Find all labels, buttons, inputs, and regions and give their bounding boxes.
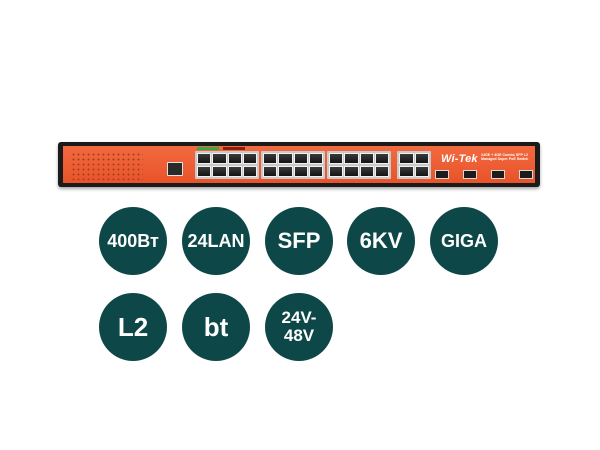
badge-sfp: SFP [265,207,333,275]
badge-label: SFP [277,228,321,253]
rj45-combo-port-group [397,151,431,179]
badge-label: 6KV [359,228,403,253]
badge-label: bt [203,311,229,342]
badge-gigabit: GIGA [430,207,498,275]
poe-indicator-green [197,147,219,150]
switch-faceplate: Wi-Tek 24GE + 4GE Combo SFP L2 Managed S… [63,146,535,183]
badge-label: GIGA [440,230,487,251]
rj45-port-group-3 [327,151,391,179]
brand-area: Wi-Tek 24GE + 4GE Combo SFP L2 Managed S… [441,151,533,167]
sfp-port [463,170,477,179]
console-port [167,162,183,176]
sfp-port-row [435,170,533,179]
sfp-port [435,170,449,179]
brand-logo: Wi-Tek [441,153,478,165]
badge-surge-protection: 6KV [347,207,415,275]
badge-label: 24LAN [187,230,245,251]
model-text: 24GE + 4GE Combo SFP L2 Managed Super Po… [481,153,529,162]
poe-indicator-red [223,147,245,150]
badge-label: L2 [117,311,149,342]
badge-label: 400Вт [107,230,159,251]
led-indicator-grid [71,152,143,180]
rj45-port-group-2 [261,151,325,179]
badge-lan-ports: 24LAN [182,207,250,275]
badge-power: 400Вт [99,207,167,275]
network-switch-image: Wi-Tek 24GE + 4GE Combo SFP L2 Managed S… [58,142,540,187]
sfp-port [519,170,533,179]
sfp-port [491,170,505,179]
badge-poe-bt: bt [182,293,250,361]
badge-label: 24V- 48V [281,308,317,345]
badge-layer2: L2 [99,293,167,361]
badge-voltage: 24V- 48V [265,293,333,361]
rj45-port-group-1 [195,151,259,179]
